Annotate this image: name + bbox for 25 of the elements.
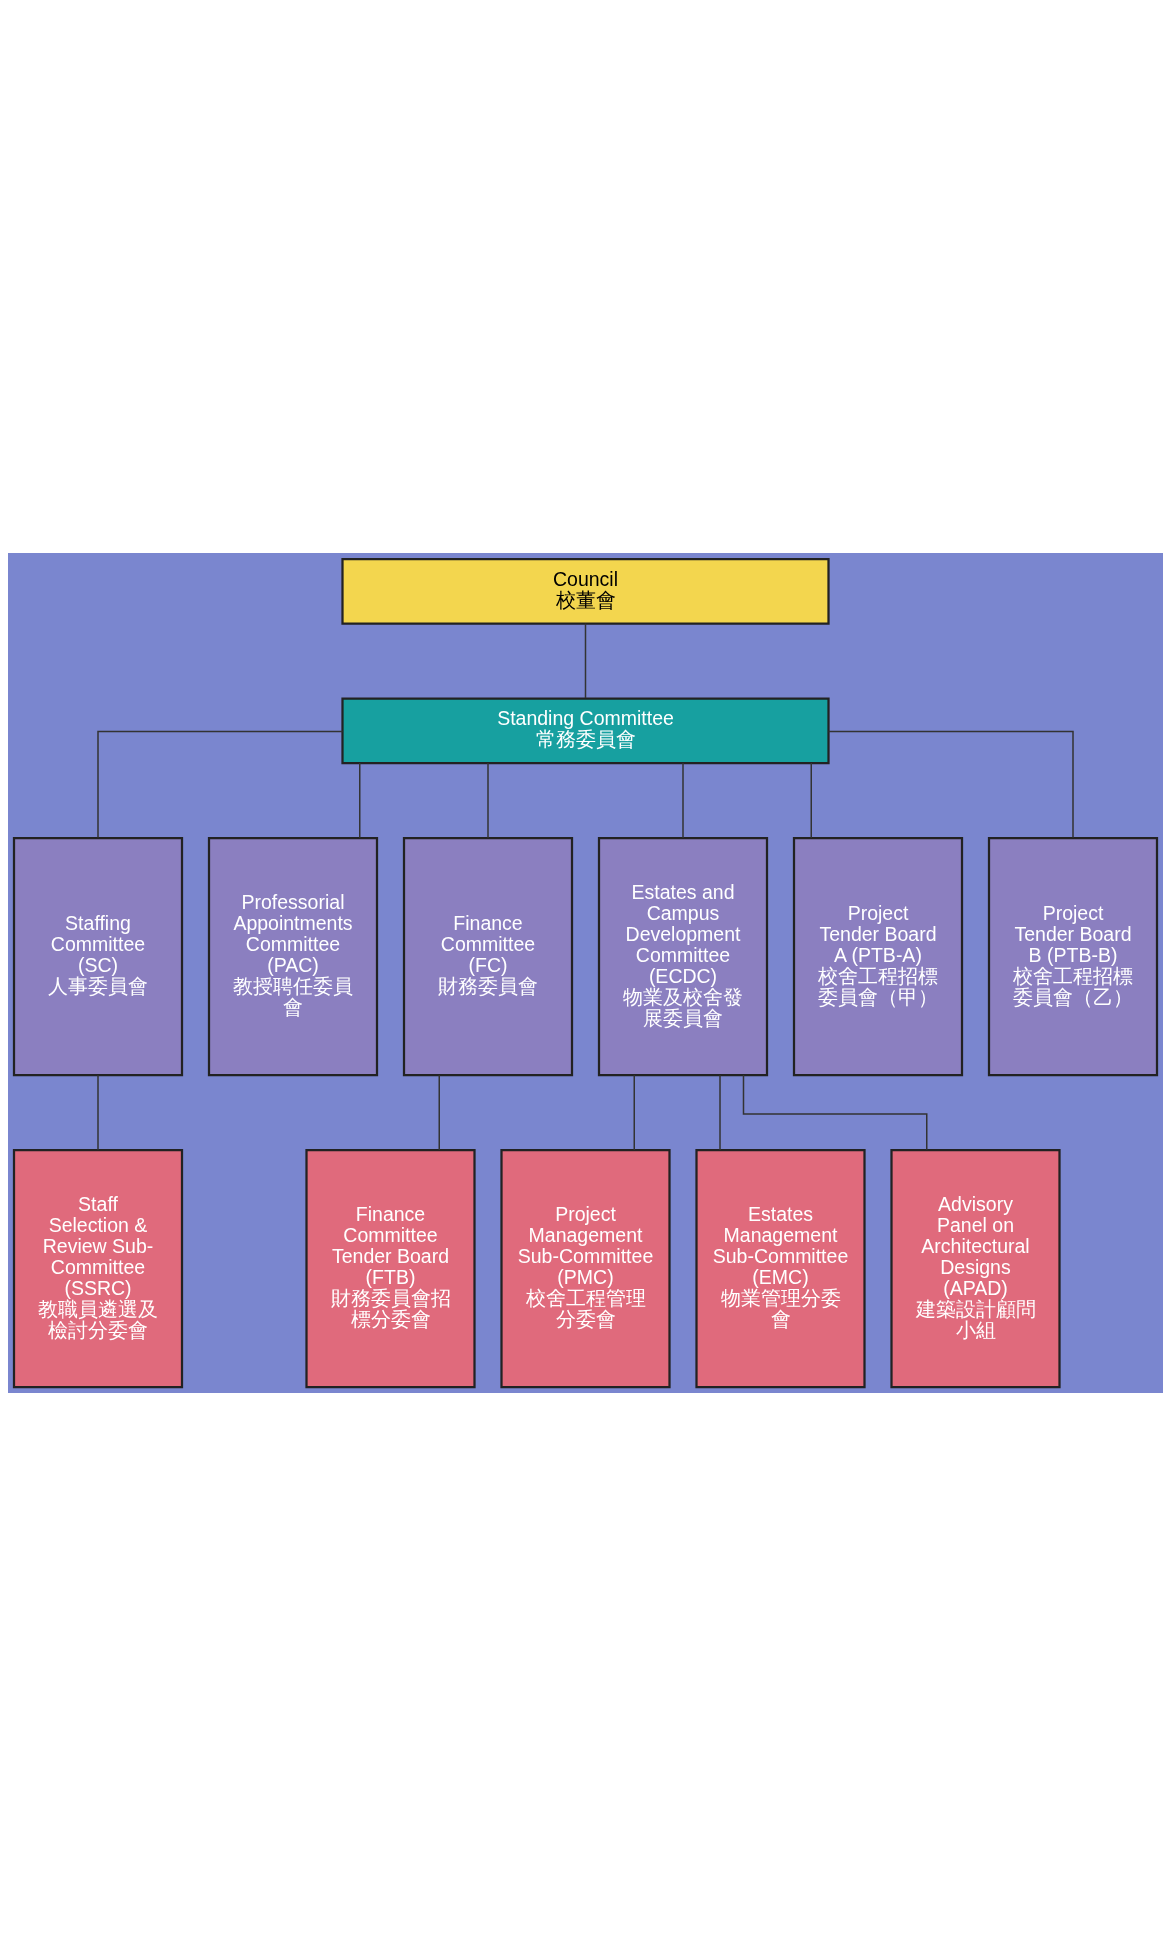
node-box: Estates and Campus Development Committee (ECDC) 物業及校舍發展委員會 [597, 836, 769, 1076]
node-box: Staff Selection & Review Sub-Committee (SSRC) 教職員遴選及檢討分委會 [12, 1148, 184, 1388]
node-box: Estates Management Sub-Committee (EMC) 物業管理分委會 [695, 1148, 866, 1388]
connector [438, 1074, 440, 1151]
connector [719, 1074, 721, 1151]
node-box: Finance Committee Tender Board (FTB) 財務委員會招標分委會 [305, 1148, 476, 1388]
node-box: Advisory Panel on Architectural Designs (APAD) 建築設計顧問小組 [890, 1148, 1061, 1388]
connector [97, 730, 344, 838]
node-box: Project Tender Board B (PTB-B) 校舍工程招標委員會（乙） [987, 836, 1159, 1076]
connector [810, 761, 812, 838]
connector [97, 1074, 99, 1151]
node-box: Staffing Committee (SC) 人事委員會 [12, 836, 184, 1076]
connector [633, 1074, 635, 1151]
node-box: Standing Committee 常務委員會 [341, 696, 830, 764]
connector [682, 761, 684, 838]
connector [359, 761, 361, 838]
connector [742, 1073, 928, 1151]
node-box: Professorial Appointments Committee (PAC) 教授聘任委員會 [207, 836, 379, 1076]
node-box: Project Management Sub-Committee (PMC) 校舍工程管理分委會 [500, 1148, 671, 1388]
node-box: Finance Committee (FC) 財務委員會 [402, 836, 574, 1076]
connector [487, 761, 489, 838]
connector [584, 622, 587, 699]
node-box: Council 校董會 [341, 557, 830, 625]
connector [827, 730, 1074, 838]
node-box: Project Tender Board A (PTB-A) 校舍工程招標委員會（甲） [792, 836, 964, 1076]
